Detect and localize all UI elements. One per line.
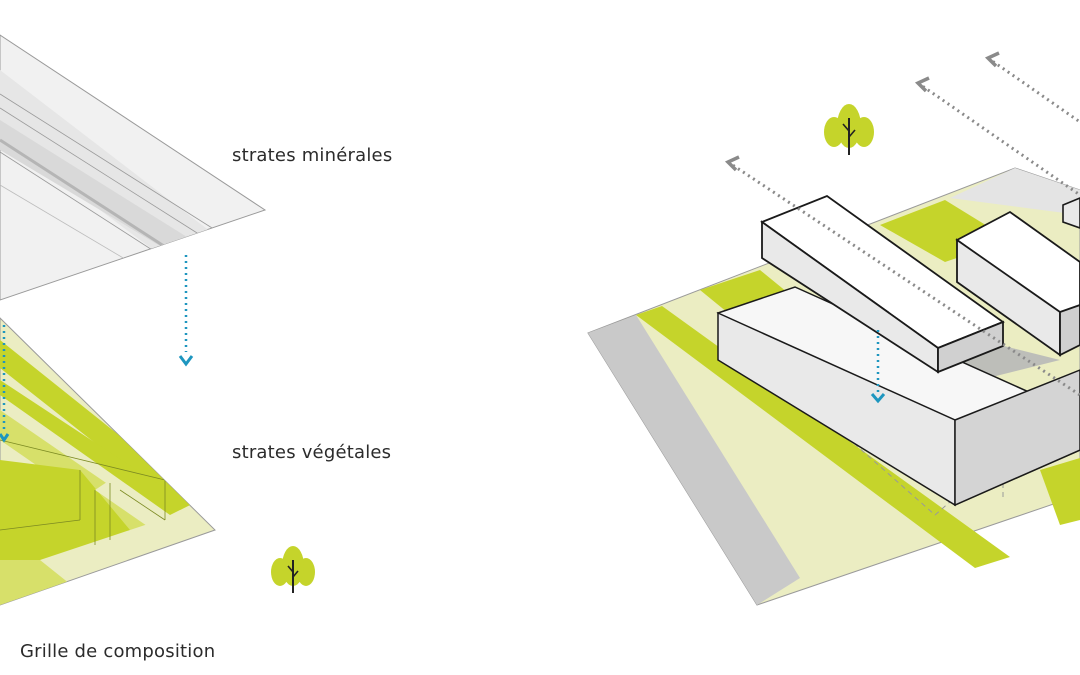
vegetal-layer xyxy=(0,317,216,606)
label-composition-grid: Grille de composition xyxy=(20,641,216,662)
mineral-layer xyxy=(0,34,267,301)
label-vegetal-strata: strates végétales xyxy=(232,442,392,463)
building-low xyxy=(716,286,1080,507)
building-bar xyxy=(760,194,1005,374)
tree-icon-right xyxy=(824,104,874,155)
label-mineral-strata: strates minérales xyxy=(232,145,393,166)
tree-icon-left xyxy=(271,546,315,593)
building-back xyxy=(955,210,1080,357)
down-arrow-right xyxy=(178,255,194,367)
view-arrows xyxy=(724,51,1080,397)
down-arrow-left xyxy=(0,325,10,443)
building-corner xyxy=(1062,197,1080,229)
down-arrow-building xyxy=(870,330,886,404)
